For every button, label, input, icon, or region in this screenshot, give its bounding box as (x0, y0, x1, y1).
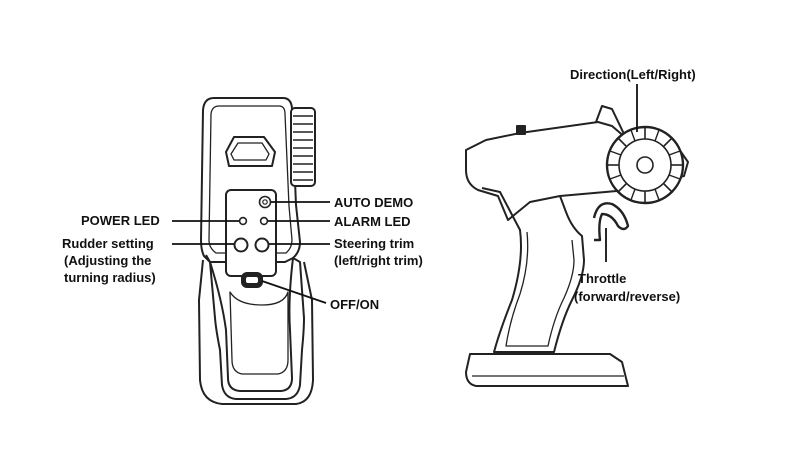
front-view (199, 98, 315, 404)
side-top-button (517, 126, 525, 134)
direction-wheel-icon (607, 127, 683, 203)
steering-trim-label-line2: (left/right trim) (334, 253, 423, 269)
throttle-label: Throttle (578, 271, 626, 287)
rudder-setting-label-line2: (Adjusting the (64, 253, 151, 269)
steering-trim-label: Steering trim (334, 236, 414, 252)
front-handle-inner (230, 292, 288, 374)
side-handle (482, 188, 584, 352)
side-handle-inner (506, 232, 574, 346)
off-on-label: OFF/ON (330, 297, 379, 313)
leader-off-on (262, 281, 326, 303)
alarm-led-label: ALARM LED (334, 214, 411, 230)
side-view (466, 106, 688, 386)
front-top-housing-inner (231, 143, 269, 160)
front-wheel-icon (291, 108, 315, 186)
throttle-trigger-icon (594, 203, 628, 240)
direction-label: Direction(Left/Right) (570, 67, 696, 83)
control-panel (226, 190, 276, 276)
rudder-setting-label-line3: turning radius) (64, 270, 156, 286)
side-antenna (596, 106, 624, 134)
power-led-label: POWER LED (81, 213, 160, 229)
throttle-label-line2: (forward/reverse) (574, 289, 680, 305)
rudder-setting-label: Rudder setting (62, 236, 154, 252)
side-base (466, 354, 628, 386)
auto-demo-label: AUTO DEMO (334, 195, 413, 211)
